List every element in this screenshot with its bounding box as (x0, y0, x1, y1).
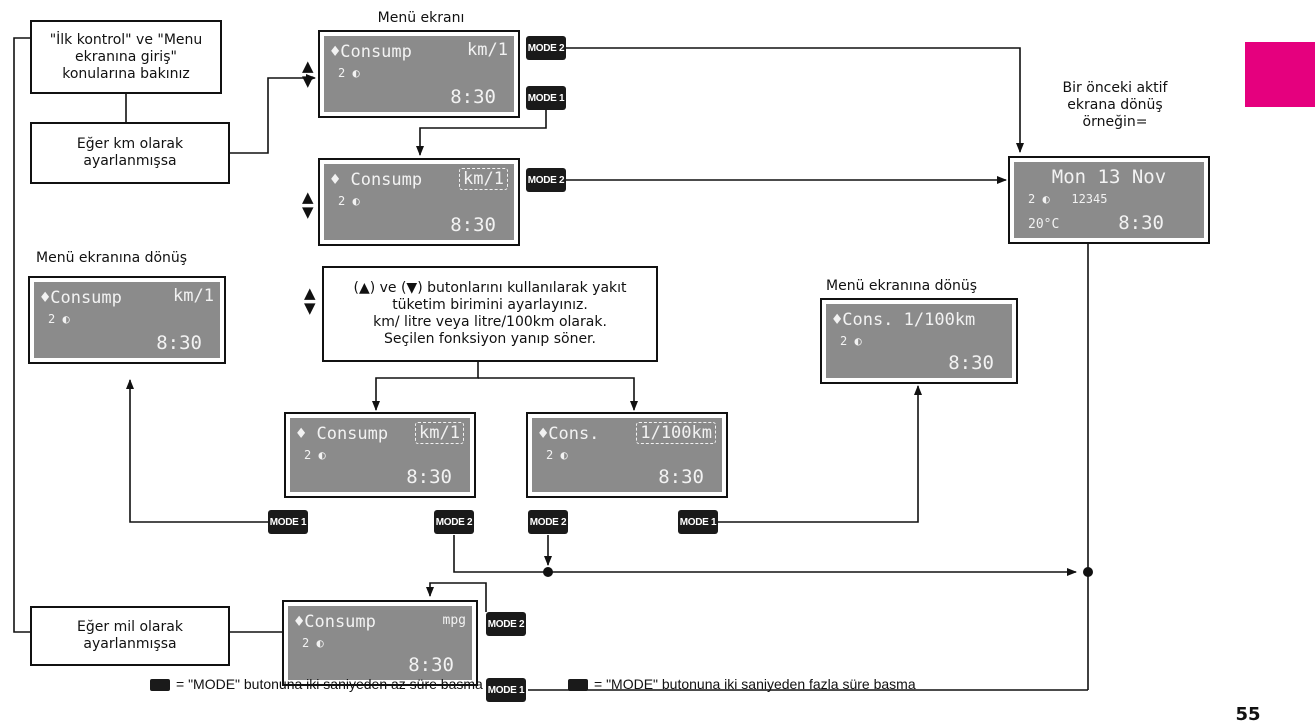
lcd-display: ♦Cons. 1/100km 2 ◐ 8:30 (532, 418, 722, 492)
label-menu-screen: Menü ekranı (377, 10, 465, 26)
lcd-line2: 2 ◐ (304, 448, 326, 462)
lcd-title: ♦ Consump (330, 170, 423, 190)
label-return-previous: Bir önceki aktif ekrana dönüş örneğin= (1062, 80, 1168, 130)
lcd-time: 8:30 (948, 352, 994, 374)
lcd-line2: 2 ◐ 12345 (1028, 192, 1108, 206)
legend-short-press: = "MODE" butonuna iki saniyeden az süre … (150, 676, 483, 692)
lcd-time: 8:30 (408, 654, 454, 676)
lcd-time: 8:30 (1118, 212, 1164, 234)
lcd-return-menu-right: ♦Cons. 1/100km 2 ◐ 8:30 (820, 298, 1018, 384)
lcd-flash-l100-screen: ♦Cons. 1/100km 2 ◐ 8:30 (526, 412, 728, 498)
lcd-display: ♦Consump km/1 2 ◐ 8:30 (324, 36, 514, 112)
lcd-display: ♦Cons. 1/100km 2 ◐ 8:30 (826, 304, 1012, 378)
lcd-flash-km-screen: ♦ Consump km/1 2 ◐ 8:30 (284, 412, 476, 498)
lcd-time: 8:30 (450, 214, 496, 236)
lcd-display: Mon 13 Nov 2 ◐ 12345 20°C 8:30 (1014, 162, 1204, 238)
mode2-button[interactable]: MODE 2 (526, 36, 566, 60)
lcd-time: 8:30 (156, 332, 202, 354)
lcd-mpg-screen: ♦Consump mpg 2 ◐ 8:30 (282, 600, 478, 686)
mode-button-icon (150, 679, 170, 692)
lcd-temperature: 20°C (1028, 217, 1060, 232)
section-tab-marker (1245, 42, 1315, 107)
up-down-arrows-icon: ▲▼ (302, 188, 314, 221)
mode2-button[interactable]: MODE 2 (526, 168, 566, 192)
lcd-unit: km/1 (467, 40, 508, 60)
lcd-display: ♦Consump km/1 2 ◐ 8:30 (34, 282, 220, 358)
lcd-line2: 2 ◐ (338, 194, 360, 208)
label-return-menu-left: Menü ekranına dönüş (36, 250, 188, 266)
lcd-display: ♦ Consump km/1 2 ◐ 8:30 (324, 164, 514, 240)
mode2-button[interactable]: MODE 2 (528, 510, 568, 534)
lcd-time: 8:30 (658, 466, 704, 488)
lcd-title: ♦Consump (330, 42, 412, 62)
lcd-unit-flashing: km/1 (459, 168, 508, 190)
mode2-button[interactable]: MODE 2 (486, 612, 526, 636)
lcd-unit: km/1 (173, 286, 214, 306)
lcd-display: ♦Consump mpg 2 ◐ 8:30 (288, 606, 472, 680)
mode1-button[interactable]: MODE 1 (486, 678, 526, 702)
lcd-title: ♦Consump (40, 288, 122, 308)
lcd-return-menu-left: ♦Consump km/1 2 ◐ 8:30 (28, 276, 226, 364)
lcd-menu-screen: ♦Consump km/1 2 ◐ 8:30 (318, 30, 520, 118)
lcd-title: ♦Cons. 1/100km (832, 310, 976, 330)
lcd-line2: 2 ◐ (338, 66, 360, 80)
up-down-arrows-icon: ▲▼ (304, 284, 316, 317)
label-return-menu-right: Menü ekranına dönüş (826, 278, 978, 294)
lcd-line2: 2 ◐ (302, 636, 324, 650)
page-number: 55 (1235, 704, 1261, 725)
lcd-line2: 2 ◐ (546, 448, 568, 462)
up-down-arrows-icon: ▲▼ (302, 57, 314, 90)
instruction-box: (▲) ve (▼) butonlarını kullanılarak yakı… (322, 266, 658, 362)
lcd-unit-flashing: 1/100km (636, 422, 716, 444)
lcd-previous-screen: Mon 13 Nov 2 ◐ 12345 20°C 8:30 (1008, 156, 1210, 244)
mode1-button[interactable]: MODE 1 (268, 510, 308, 534)
lcd-unit-flashing: km/1 (415, 422, 464, 444)
lcd-time: 8:30 (450, 86, 496, 108)
lcd-line2: 2 ◐ (840, 334, 862, 348)
lcd-unit: mpg (442, 613, 466, 628)
lcd-title: ♦Consump (294, 612, 376, 632)
lcd-title: ♦Cons. (538, 424, 600, 444)
lcd-line2: 2 ◐ (48, 312, 70, 326)
lcd-time: 8:30 (406, 466, 452, 488)
mode1-button[interactable]: MODE 1 (526, 86, 566, 110)
lcd-title: ♦ Consump (296, 424, 389, 444)
mode1-button[interactable]: MODE 1 (678, 510, 718, 534)
lcd-date: Mon 13 Nov (1051, 166, 1167, 188)
lcd-select-unit-screen: ♦ Consump km/1 2 ◐ 8:30 (318, 158, 520, 246)
note-if-mil: Eğer mil olarak ayarlanmışsa (30, 606, 230, 666)
mode-button-icon (568, 679, 588, 692)
mode2-button[interactable]: MODE 2 (434, 510, 474, 534)
note-see-first-check: "İlk kontrol" ve "Menu ekranına giriş" k… (30, 20, 222, 94)
legend-long-press: = "MODE" butonuna iki saniyeden fazla sü… (568, 676, 916, 692)
lcd-display: ♦ Consump km/1 2 ◐ 8:30 (290, 418, 470, 492)
note-if-km: Eğer km olarak ayarlanmışsa (30, 122, 230, 184)
